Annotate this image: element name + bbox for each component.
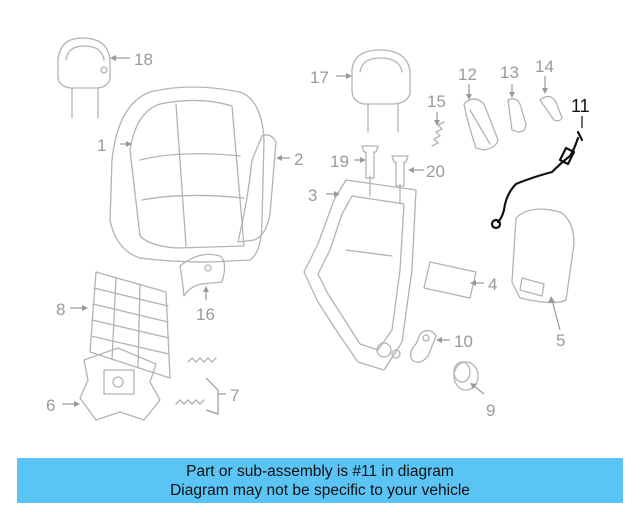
part-16-bracket <box>179 253 226 297</box>
part-10-handle <box>410 329 437 363</box>
callout-17: 17 <box>310 68 329 87</box>
callout-4: 4 <box>488 275 497 294</box>
callout-15: 15 <box>427 92 446 111</box>
callout-1: 1 <box>97 136 106 155</box>
part-1-seatback-cover <box>109 86 265 263</box>
callout-9: 9 <box>486 401 495 420</box>
part-4-label <box>423 261 477 299</box>
part-15-spring <box>431 121 445 147</box>
callout-19: 19 <box>330 152 349 171</box>
part-2-side-panel <box>237 134 277 243</box>
callout-8: 8 <box>56 300 65 319</box>
part-20-guide <box>391 155 409 187</box>
part-13-trim <box>507 98 527 133</box>
callout-6: 6 <box>46 396 55 415</box>
callout-11: 11 <box>571 96 590 116</box>
callout-14: 14 <box>535 57 554 76</box>
part-18-headrest <box>57 37 111 119</box>
part-9-knob <box>453 361 479 391</box>
callout-3: 3 <box>308 186 317 205</box>
part-14-trim <box>539 95 563 122</box>
callout-5: 5 <box>556 331 565 350</box>
banner-line-part-number: Part or sub-assembly is #11 in diagram <box>186 463 454 480</box>
info-banner: Part or sub-assembly is #11 in diagram D… <box>17 458 623 503</box>
callout-labels: 18 1 2 3 4 5 6 7 8 9 10 11 12 13 14 15 1… <box>46 50 590 420</box>
callout-10: 10 <box>454 332 473 351</box>
banner-line-disclaimer: Diagram may not be specific to your vehi… <box>170 482 470 499</box>
callout-16: 16 <box>196 305 215 324</box>
part-6-lumbar-plate <box>79 347 161 421</box>
callout-13: 13 <box>500 63 519 82</box>
part-8-spring-mat <box>89 271 171 379</box>
part-19-guide <box>361 145 379 179</box>
part-11-cable <box>490 130 584 230</box>
part-12-trim <box>463 98 499 151</box>
parts-diagram: 18 1 2 3 4 5 6 7 8 9 10 11 12 13 14 15 1… <box>46 37 590 421</box>
leader-lines <box>62 55 583 415</box>
callout-7: 7 <box>230 386 239 405</box>
part-3-seatback-frame <box>303 175 417 371</box>
part-5-back-panel <box>511 208 575 304</box>
callout-2: 2 <box>294 150 303 169</box>
callout-20: 20 <box>426 162 445 181</box>
callout-12: 12 <box>458 65 477 84</box>
callout-18: 18 <box>134 50 153 69</box>
part-7-springs <box>175 357 217 405</box>
part-17-headrest <box>351 49 411 133</box>
